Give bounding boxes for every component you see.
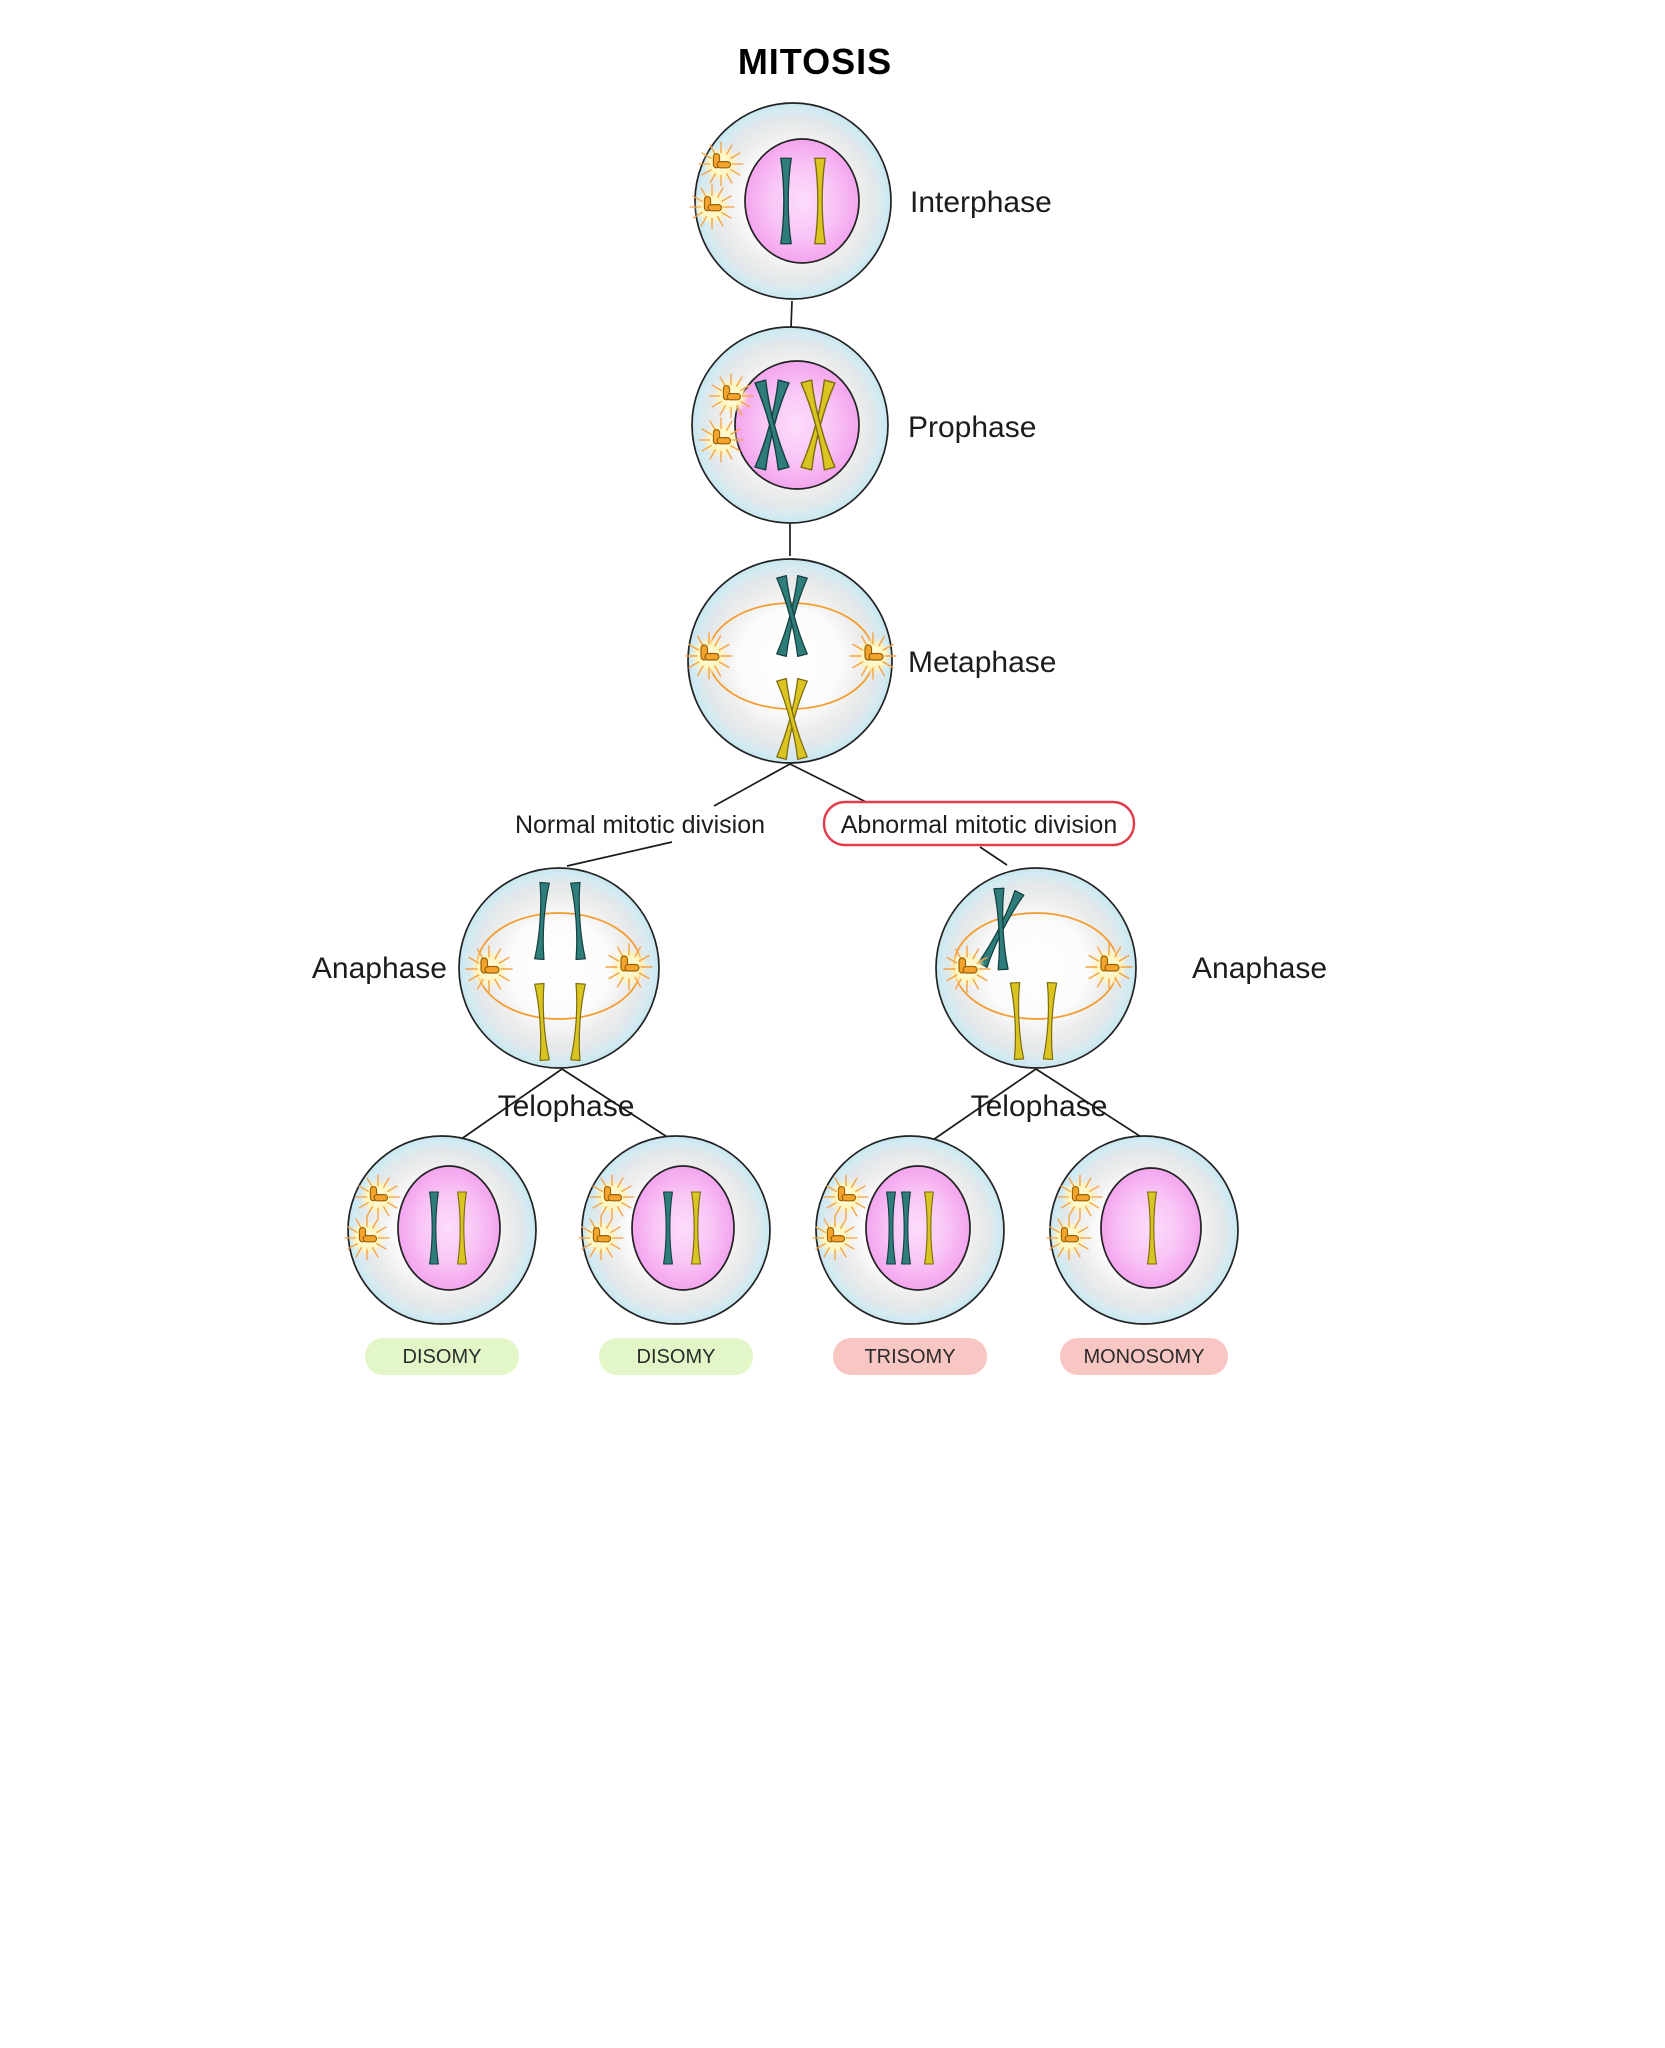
badge-monosomy-label: MONOSOMY bbox=[1083, 1346, 1204, 1368]
cell-membrane bbox=[687, 558, 893, 764]
label-telophase-normal: Telophase bbox=[498, 1090, 635, 1123]
abnormal-division-box: Abnormal mitotic division bbox=[822, 800, 1136, 847]
label-prophase: Prophase bbox=[908, 411, 1036, 444]
cell-metaphase bbox=[686, 558, 896, 764]
badge-disomy-1: DISOMY bbox=[365, 1338, 519, 1375]
nucleus bbox=[734, 360, 860, 490]
connector-line bbox=[789, 763, 867, 803]
cell-anaphase-normal bbox=[458, 867, 660, 1069]
abnormal-box-outline bbox=[822, 800, 1136, 847]
connector-line bbox=[1035, 1068, 1150, 1143]
cell-prophase bbox=[691, 326, 889, 524]
badge-disomy-1-label: DISOMY bbox=[403, 1346, 482, 1368]
cell-membrane bbox=[935, 867, 1137, 1069]
nucleus bbox=[397, 1165, 501, 1291]
badge-background bbox=[365, 1338, 519, 1375]
connector-line bbox=[979, 846, 1008, 866]
cell-membrane bbox=[458, 867, 660, 1069]
connector-line bbox=[929, 1068, 1037, 1143]
label-anaphase-normal: Anaphase bbox=[312, 952, 447, 985]
badge-background bbox=[833, 1338, 987, 1375]
cell-telophase-disomy-1 bbox=[345, 1135, 537, 1325]
badge-trisomy: TRISOMY bbox=[833, 1338, 987, 1375]
label-interphase: Interphase bbox=[910, 186, 1052, 219]
label-abnormal-division: Abnormal mitotic division bbox=[841, 811, 1118, 839]
connector-line bbox=[456, 1068, 563, 1143]
cell-telophase-trisomy bbox=[813, 1135, 1005, 1325]
cell-telophase-disomy-2 bbox=[579, 1135, 771, 1325]
connector-line bbox=[713, 763, 791, 807]
page-title: MITOSIS bbox=[738, 41, 892, 82]
label-telophase-abnormal: Telophase bbox=[971, 1090, 1108, 1123]
badge-background bbox=[1060, 1338, 1228, 1375]
label-normal-division: Normal mitotic division bbox=[515, 811, 765, 839]
connector-line bbox=[561, 1068, 676, 1143]
label-anaphase-abnormal: Anaphase bbox=[1192, 952, 1327, 985]
badge-background bbox=[599, 1338, 753, 1375]
cell-anaphase-abnormal bbox=[935, 867, 1137, 1069]
badge-disomy-2-label: DISOMY bbox=[637, 1346, 716, 1368]
badge-monosomy: MONOSOMY bbox=[1060, 1338, 1228, 1375]
badge-trisomy-label: TRISOMY bbox=[864, 1346, 955, 1368]
badge-disomy-2: DISOMY bbox=[599, 1338, 753, 1375]
label-metaphase: Metaphase bbox=[908, 646, 1056, 679]
connector-line bbox=[566, 841, 673, 867]
nucleus bbox=[744, 138, 860, 264]
nucleus bbox=[865, 1165, 971, 1291]
cell-telophase-monosomy bbox=[1047, 1135, 1239, 1325]
cell-interphase bbox=[690, 102, 892, 300]
connector-line bbox=[790, 300, 793, 329]
nucleus bbox=[631, 1165, 735, 1291]
